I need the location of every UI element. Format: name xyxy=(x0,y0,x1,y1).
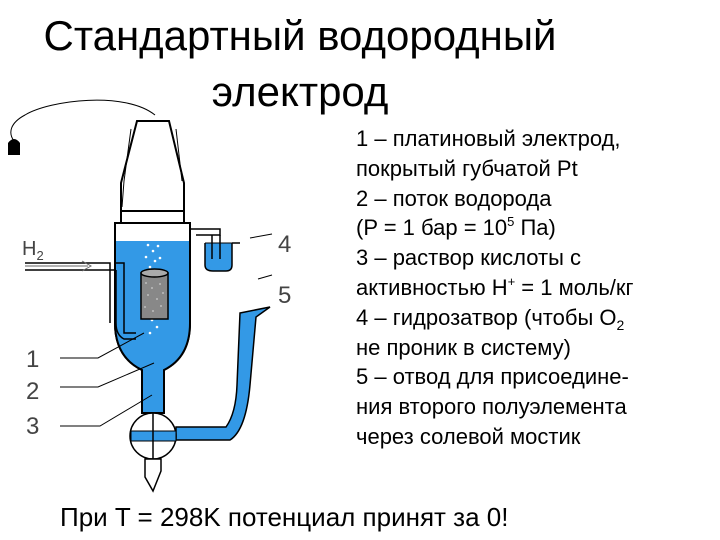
slide-title: Стандартный водородный электрод xyxy=(40,8,560,120)
electrode-diagram: H2 4 5 1 2 3 xyxy=(8,99,291,493)
legend-item-2-line-2: (P = 1 бар = 105 Па) xyxy=(356,214,556,241)
callout-label-2: 2 xyxy=(26,378,39,405)
legend-item-3-line-1: 3 – раствор кислоты с xyxy=(356,245,582,271)
legend-list: 1 – платиновый электрод, покрытый губчат… xyxy=(356,124,718,452)
legend-item-4-line-1: 4 – гидрозатвор (чтобы O2 xyxy=(356,304,625,333)
hydrogen-inlet-tube xyxy=(25,260,136,340)
legend-item-3: 3 – раствор кислоты с активностью H+ = 1… xyxy=(356,243,718,303)
callout-label-5: 5 xyxy=(278,282,291,309)
legend-item-3-line-2: активностью H+ = 1 моль/кг xyxy=(356,273,634,300)
title-line-2: электрод xyxy=(211,68,389,115)
footer-note: При T = 298K потенциал принят за 0! xyxy=(60,502,509,532)
platinum-electrode xyxy=(140,268,169,320)
callout-lines xyxy=(60,233,273,427)
legend-item-2: 2 – поток водорода (P = 1 бар = 105 Па) xyxy=(356,184,718,244)
hydraulic-seal xyxy=(190,228,240,272)
legend-item-4-line-2: не проник в систему) xyxy=(356,334,571,360)
hydrogen-label: H2 xyxy=(22,238,44,263)
legend-item-5: 5 – отвод для присоедине- ния второго по… xyxy=(356,362,718,451)
glass-tube xyxy=(120,120,185,223)
legend-item-1: 1 – платиновый электрод, покрытый губчат… xyxy=(356,124,718,184)
callout-label-4: 4 xyxy=(278,231,291,258)
stopcock xyxy=(129,412,177,493)
salt-bridge-outlet xyxy=(175,306,271,441)
legend-item-2-line-1: 2 – поток водорода xyxy=(356,185,552,211)
title-line-1: Стандартный водородный xyxy=(43,12,557,59)
legend-item-5-line-3: через солевой мостик xyxy=(356,423,581,449)
wire-plug-icon xyxy=(8,99,156,155)
legend-item-1-line-1: 1 – платиновый электрод, xyxy=(356,126,621,151)
arrow-icon xyxy=(25,260,93,272)
callout-label-1: 1 xyxy=(26,346,39,373)
legend-item-5-line-2: ния второго полуэлемента xyxy=(356,394,627,420)
callout-label-3: 3 xyxy=(26,413,39,440)
legend-item-4: 4 – гидрозатвор (чтобы O2 не проник в си… xyxy=(356,303,718,363)
legend-item-5-line-1: 5 – отвод для присоедине- xyxy=(356,364,629,390)
legend-item-1-line-2: покрытый губчатой Pt xyxy=(356,155,578,181)
